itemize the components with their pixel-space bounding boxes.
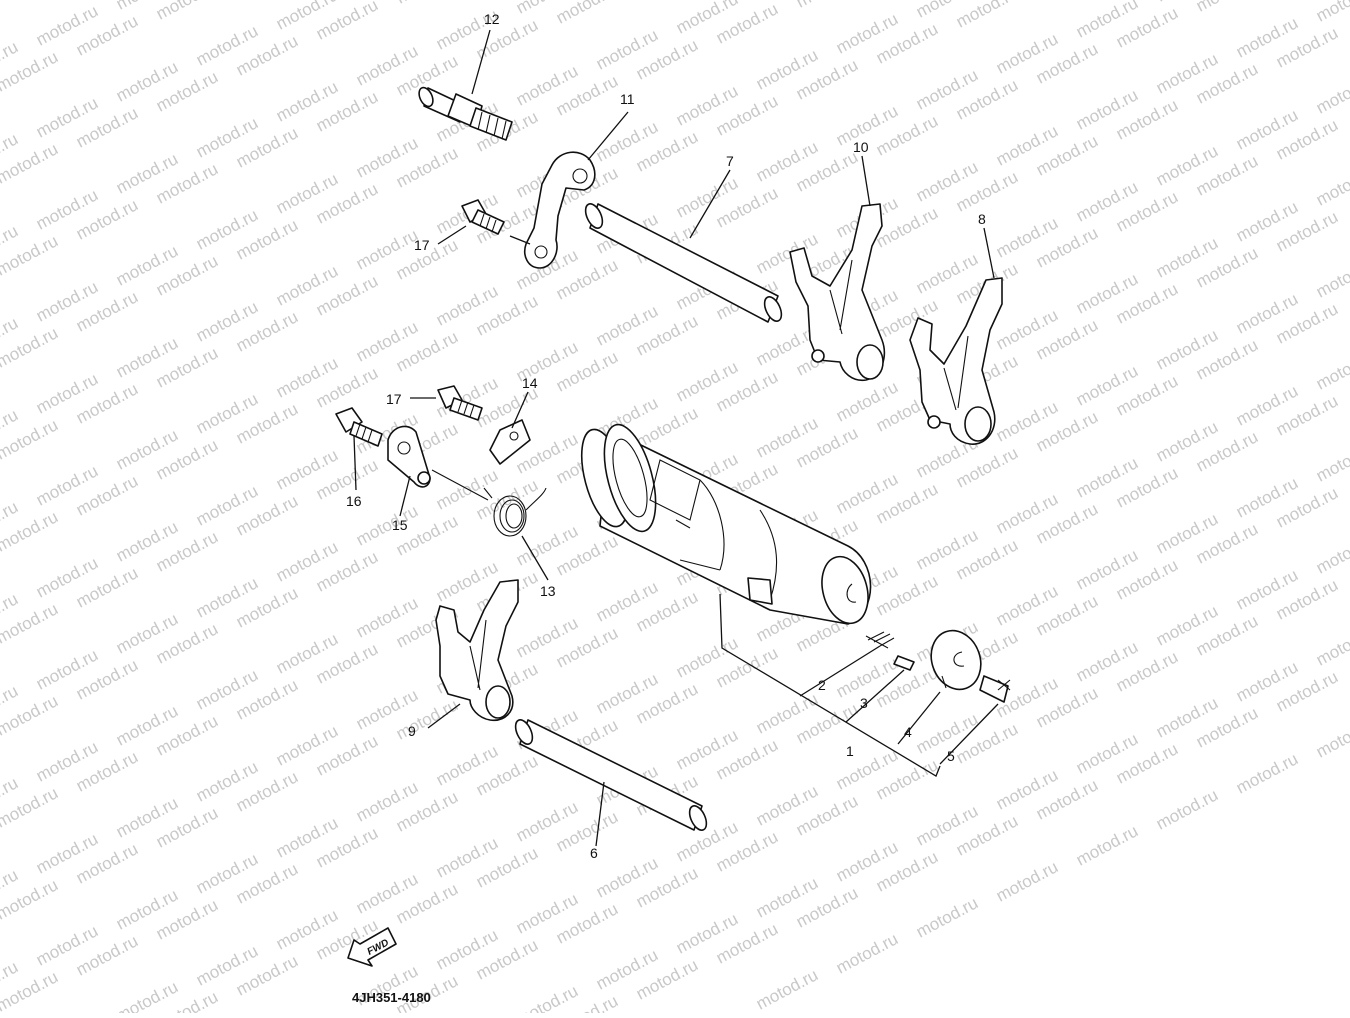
watermark-text: motod.ru — [1073, 821, 1141, 869]
callout-1: 1 — [846, 743, 854, 759]
middle-bolt — [437, 385, 483, 421]
watermark-text: motod.ru — [513, 981, 581, 1013]
stud-bolt — [418, 86, 513, 141]
callout-16: 16 — [346, 493, 362, 509]
watermark-text: motod.ru — [1313, 529, 1350, 577]
upper-bolt — [461, 199, 505, 235]
screw — [979, 675, 1011, 703]
watermark-text: motod.ru — [153, 0, 221, 24]
watermark-text: motod.ru — [1313, 713, 1350, 761]
watermark-text: motod.ru — [1193, 0, 1261, 16]
plate — [930, 629, 982, 691]
upper-shift-fork-shaft — [584, 203, 783, 323]
callout-labels: 12 11 17 7 10 8 17 14 16 15 13 9 6 1 2 3… — [346, 11, 986, 861]
watermark-text: motod.ru — [0, 0, 61, 4]
diagram-code: 4JH351-4180 — [352, 990, 431, 1005]
watermark-text: motod.ru — [993, 857, 1061, 905]
watermark-text: motod.ru — [913, 893, 981, 941]
lever-bolt — [335, 407, 383, 447]
pin — [893, 655, 915, 671]
watermark-text: motod.ru — [113, 977, 181, 1013]
callout-14: 14 — [522, 375, 538, 391]
middle-shift-fork — [789, 203, 886, 382]
right-shift-fork — [909, 277, 1003, 445]
watermark-text: motod.ru — [1313, 253, 1350, 301]
callout-17-middle: 17 — [386, 391, 402, 407]
callout-2: 2 — [818, 677, 826, 693]
callout-3: 3 — [860, 695, 868, 711]
watermark-text: motod.ru — [1153, 785, 1221, 833]
callout-4: 4 — [904, 724, 912, 740]
callout-12: 12 — [484, 11, 500, 27]
watermark-text: motod.ru — [1313, 345, 1350, 393]
stopper-lever — [387, 425, 431, 488]
callout-13: 13 — [540, 583, 556, 599]
callout-9: 9 — [408, 723, 416, 739]
shift-drum-assembly — [580, 423, 872, 625]
watermark-text: motod.ru — [1313, 161, 1350, 209]
callout-10: 10 — [853, 139, 869, 155]
watermark-text: motod.ru — [793, 0, 861, 12]
callout-7: 7 — [726, 153, 734, 169]
spring — [865, 631, 895, 649]
callout-15: 15 — [392, 517, 408, 533]
lower-shift-fork — [435, 579, 519, 721]
leader-lines — [353, 29, 999, 847]
watermark-text: motod.ru — [553, 0, 621, 28]
callout-8: 8 — [978, 211, 986, 227]
callout-5: 5 — [947, 748, 955, 764]
watermark-text: motod.ru — [1313, 0, 1350, 26]
bracket — [524, 151, 596, 269]
lower-shift-fork-shaft — [514, 719, 708, 831]
watermark-text: motod.ru — [953, 0, 1021, 32]
watermark-text: motod.ru — [393, 0, 461, 8]
torsion-spring — [431, 469, 547, 537]
watermark-text: motod.ru — [753, 965, 821, 1013]
watermark-text: motod.ru — [1313, 437, 1350, 485]
watermark-text: motod.ru — [833, 929, 901, 977]
watermark-text: motod.ru — [1233, 749, 1301, 797]
callout-6: 6 — [590, 845, 598, 861]
stopper-plate — [489, 419, 531, 465]
callout-17-upper: 17 — [414, 237, 430, 253]
callout-11: 11 — [620, 91, 635, 107]
watermark-text: motod.ru — [1313, 69, 1350, 117]
watermark-text: motod.ru — [1313, 621, 1350, 669]
